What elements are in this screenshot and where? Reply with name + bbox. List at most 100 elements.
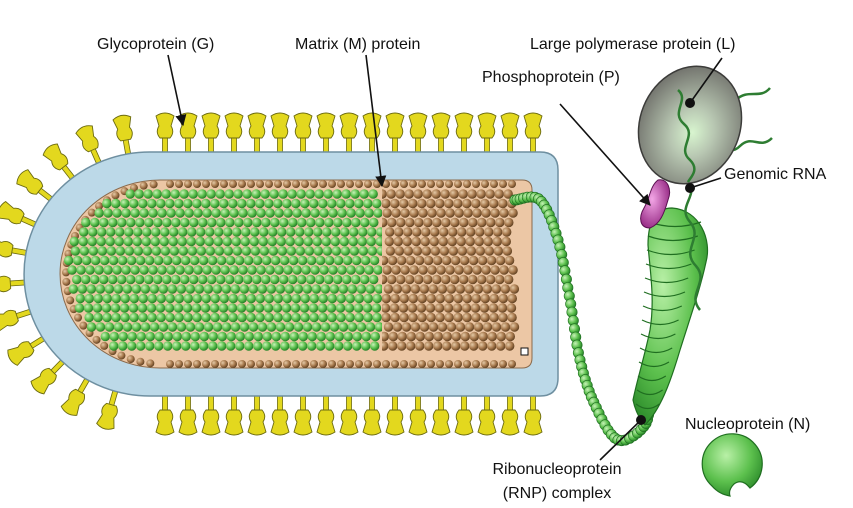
nucleocapsid-bead <box>170 189 180 199</box>
nucleocapsid-bead <box>372 293 382 304</box>
nucleocapsid-bead <box>371 303 382 313</box>
nucleocapsid-bead <box>364 208 374 218</box>
matrix-coat-bead <box>454 208 464 218</box>
nucleocapsid-bead <box>167 284 178 294</box>
matrix-coat-bead <box>475 246 486 256</box>
nucleocapsid-bead <box>282 312 292 323</box>
matrix-coat-bead <box>490 208 500 218</box>
matrix-coat-bead <box>382 303 391 313</box>
nucleocapsid-bead <box>368 189 378 199</box>
nucleocapsid-bead <box>113 322 124 332</box>
nucleocapsid-bead <box>310 265 320 275</box>
nucleocapsid-bead <box>183 198 193 209</box>
nucleocapsid-bead <box>186 236 196 247</box>
nucleocapsid-bead <box>257 322 268 332</box>
nucleocapsid-bead <box>248 322 259 332</box>
nucleocapsid-bead <box>109 341 119 351</box>
nucleocapsid-bead <box>137 303 148 313</box>
nucleocapsid-bead <box>279 217 289 228</box>
nucleocapsid-bead <box>166 265 176 275</box>
matrix-coat-bead <box>441 217 451 228</box>
nucleocapsid-bead <box>261 255 272 266</box>
nucleocapsid-bead <box>129 293 139 304</box>
nucleocapsid-bead <box>234 217 244 228</box>
nucleocapsid-bead <box>103 265 113 275</box>
matrix-coat-bead <box>382 198 391 209</box>
nucleocapsid-bead <box>277 246 288 256</box>
glycoprotein-spike <box>408 112 428 153</box>
nucleocapsid-bead <box>202 208 212 218</box>
nucleocapsid-bead <box>176 284 187 294</box>
nucleocapsid-bead <box>167 322 178 332</box>
nucleocapsid-bead <box>235 341 245 351</box>
helix-ridge <box>638 361 670 368</box>
nucleocapsid-bead <box>184 208 194 218</box>
nucleocapsid-bead <box>171 217 181 228</box>
matrix-coat-bead <box>476 189 486 199</box>
glycoprotein-spike <box>293 112 313 153</box>
matrix-bead <box>202 180 210 188</box>
matrix-coat-bead <box>444 198 454 209</box>
nucleocapsid-bead <box>268 246 279 256</box>
matrix-coat-bead <box>394 246 405 256</box>
matrix-bead <box>193 180 201 188</box>
nucleocapsid-bead <box>290 303 301 313</box>
nucleocapsid-bead <box>329 284 340 294</box>
nucleocapsid-bead <box>296 189 306 199</box>
matrix-coat-bead <box>457 246 468 256</box>
matrix-coat-bead <box>485 189 495 199</box>
nucleocapsid-bead <box>191 303 202 313</box>
nucleocapsid-bead <box>86 284 97 294</box>
matrix-coat-bead <box>426 312 436 323</box>
nucleocapsid-bead <box>149 284 160 294</box>
matrix-bead <box>265 180 273 188</box>
nucleocapsid-bead <box>284 284 295 294</box>
glycoprotein-spike <box>339 112 359 153</box>
matrix-bead <box>445 180 453 188</box>
nucleocapsid-bead <box>341 189 351 199</box>
matrix-coat-bead <box>464 322 475 332</box>
nucleocapsid-bead <box>361 341 371 351</box>
matrix-bead <box>238 360 246 368</box>
matrix-coat-bead <box>382 189 387 199</box>
matrix-bead <box>427 180 435 188</box>
large-polymerase-protein <box>637 65 743 185</box>
helix-ridge <box>636 389 663 396</box>
nucleocapsid-bead <box>263 303 274 313</box>
matrix-coat-bead <box>400 265 410 275</box>
matrix-coat-bead <box>508 208 518 218</box>
nucleocapsid-bead <box>216 274 226 285</box>
nucleocapsid-bead <box>117 255 128 266</box>
nucleocapsid-bead <box>338 284 349 294</box>
nucleocapsid-bead <box>267 236 277 247</box>
nucleocapsid-bead <box>201 312 211 323</box>
nucleocapsid-bead <box>203 322 214 332</box>
nucleocapsid-bead <box>258 236 268 247</box>
matrix-bead <box>418 360 426 368</box>
matrix-coat-bead <box>439 246 450 256</box>
matrix-bead <box>274 180 282 188</box>
matrix-coat-bead <box>432 217 442 228</box>
nucleocapsid-bead <box>129 198 139 209</box>
nucleocapsid-coil <box>63 189 382 351</box>
nucleocapsid-bead <box>72 255 83 266</box>
nucleocapsid-bead <box>372 312 382 323</box>
matrix-bead <box>184 360 192 368</box>
nucleocapsid-bead <box>287 189 297 199</box>
matrix-coat-bead <box>462 293 472 304</box>
matrix-coat-bead <box>496 331 506 342</box>
nucleocapsid-bead <box>181 331 191 342</box>
nucleocapsid-bead <box>329 322 340 332</box>
nucleocapsid-bead <box>354 293 364 304</box>
nucleocapsid-bead <box>183 312 193 323</box>
nucleocapsid-bead <box>95 284 106 294</box>
nucleocapsid-bead <box>306 217 316 228</box>
nucleocapsid-bead <box>111 312 121 323</box>
nucleocapsid-bead <box>282 293 292 304</box>
glycoprotein-spike <box>270 112 290 153</box>
nucleocapsid-bead <box>346 208 356 218</box>
nucleocapsid-bead <box>309 198 319 209</box>
matrix-coat-bead <box>450 255 461 266</box>
matrix-coat-bead <box>390 293 400 304</box>
nucleocapsid-bead <box>146 303 157 313</box>
